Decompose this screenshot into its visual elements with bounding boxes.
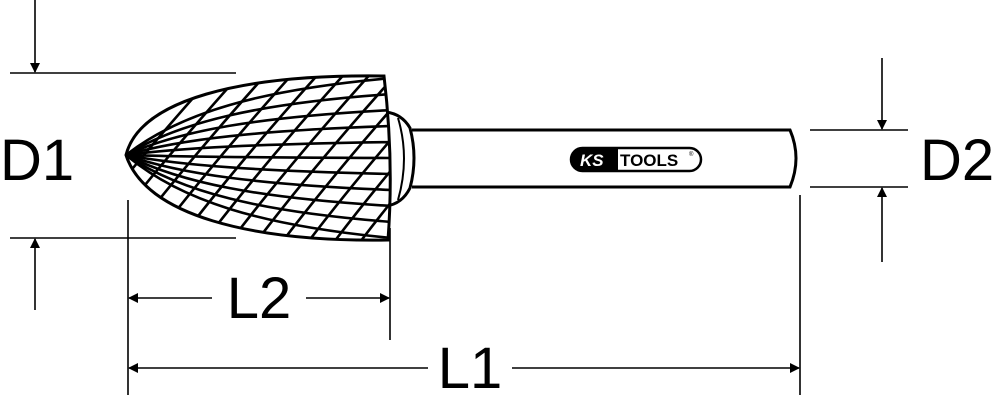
logo-registered: ® [689, 151, 694, 158]
cutter-head [124, 74, 392, 242]
l1-dimension [128, 195, 801, 395]
flute-line [126, 108, 391, 157]
flute-line [126, 153, 391, 208]
l2-dimension [127, 200, 391, 395]
flute-line [326, 75, 391, 241]
flute-line [352, 75, 391, 241]
flute-line [274, 75, 391, 241]
d1-label: D1 [0, 128, 74, 193]
flute-line [126, 153, 391, 224]
flute-line [126, 153, 391, 176]
d2-dimension [810, 58, 908, 262]
flute-line [126, 153, 391, 160]
logo-ks: KS [580, 151, 604, 170]
l1-label: L1 [438, 336, 503, 401]
flute-line [126, 75, 245, 241]
d2-label: D2 [920, 128, 994, 193]
l2-label: L2 [227, 266, 292, 331]
collar [385, 110, 416, 208]
flute-line [248, 75, 391, 241]
d1-dimension [10, 0, 236, 310]
flute-line [126, 76, 391, 157]
logo-tools: TOOLS [620, 151, 678, 170]
ks-tools-logo: KS TOOLS ® [569, 146, 703, 173]
flute-line [300, 75, 391, 241]
